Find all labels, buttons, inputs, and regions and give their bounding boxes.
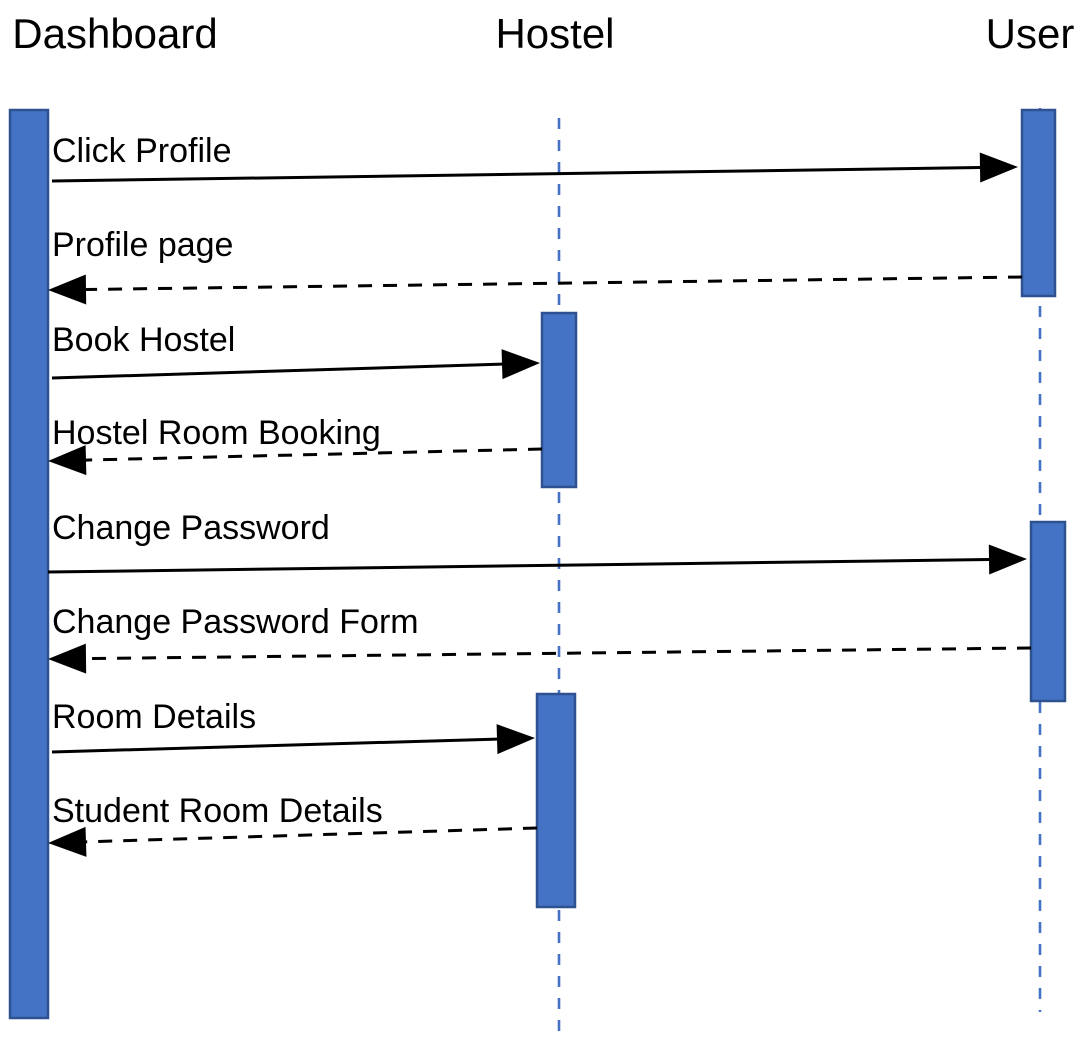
arrow-head-1 (979, 152, 1018, 183)
message-line-2 (85, 275, 1023, 291)
message-arrows (47, 152, 1032, 857)
message-3-call[interactable] (51, 349, 540, 380)
lifeline-header-hostel: Hostel (495, 10, 614, 57)
activation-bars (8, 108, 1067, 1020)
message-4-return[interactable] (48, 445, 543, 476)
message-line-5 (47, 558, 990, 574)
arrow-head-5 (988, 544, 1027, 575)
message-line-6 (85, 646, 1032, 661)
message-label-1: Click Profile (52, 132, 231, 170)
message-line-7 (51, 737, 498, 754)
message-8-return[interactable] (48, 826, 538, 857)
message-line-8 (85, 826, 538, 844)
message-label-5: Change Password (52, 509, 330, 547)
lifeline-headers: Dashboard Hostel User (12, 10, 1074, 57)
arrow-head-2 (48, 274, 87, 305)
activation-bar-user-2[interactable] (1029, 520, 1067, 703)
arrow-head-7 (496, 724, 535, 755)
activation-bar-dashboard-1[interactable] (8, 108, 50, 1020)
lifeline-header-user: User (986, 10, 1075, 57)
lifeline-axes (557, 108, 1042, 1042)
arrow-head-4 (48, 445, 87, 476)
lifeline-header-dashboard: Dashboard (12, 10, 217, 57)
message-6-return[interactable] (48, 643, 1032, 674)
message-label-6: Change Password Form (52, 603, 419, 641)
message-7-call[interactable] (51, 724, 535, 755)
message-label-4: Hostel Room Booking (52, 414, 381, 452)
message-line-4 (85, 447, 543, 462)
message-5-call[interactable] (47, 544, 1027, 575)
message-2-return[interactable] (48, 274, 1023, 305)
arrow-head-6 (48, 643, 87, 674)
message-line-3 (51, 362, 503, 380)
message-label-3: Book Hostel (52, 321, 235, 359)
activation-bar-user-1[interactable] (1020, 108, 1057, 298)
message-line-1 (51, 166, 981, 183)
arrow-head-3 (501, 349, 540, 380)
activation-bar-hostel-1[interactable] (540, 311, 578, 489)
message-1-call[interactable] (51, 152, 1018, 183)
arrow-head-8 (48, 826, 87, 857)
message-label-2: Profile page (52, 226, 233, 264)
message-label-8: Student Room Details (52, 792, 383, 830)
activation-bar-hostel-2[interactable] (535, 692, 577, 909)
message-label-7: Room Details (52, 698, 256, 736)
